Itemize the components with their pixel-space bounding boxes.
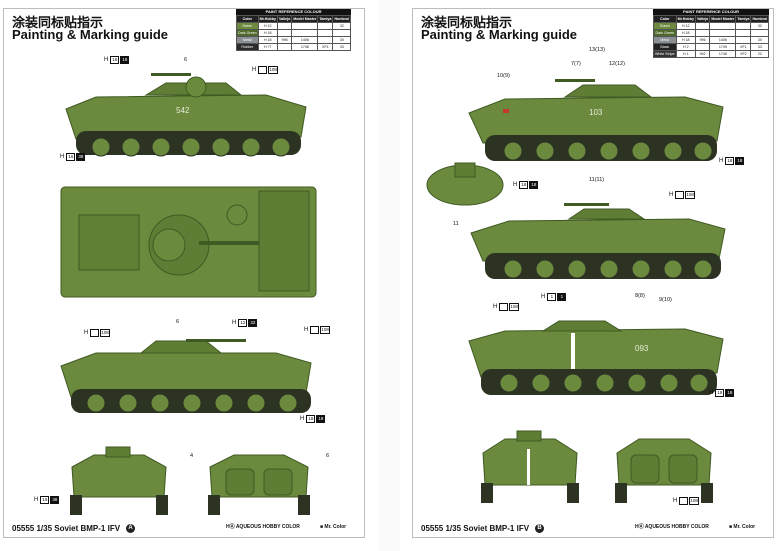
table-header: Tamiya bbox=[317, 15, 334, 23]
side-view-bottom-illustration bbox=[60, 339, 312, 413]
part-number-label: 6 bbox=[176, 319, 180, 325]
table-caption: PAINT REFERENCE COLOUR bbox=[236, 9, 352, 15]
table-header: Tamiya bbox=[735, 15, 752, 23]
side-number-text: 093 bbox=[635, 344, 649, 353]
table-header: Mr.Hobby bbox=[257, 15, 278, 23]
legend-mr-color: ■ Mr. Color bbox=[320, 524, 347, 530]
title-english: Painting & Marking guide bbox=[421, 27, 578, 42]
paint-reference-table: PAINT REFERENCE COLOUR Color Mr.Hobby Va… bbox=[653, 9, 770, 58]
part-number-label: 10(9) bbox=[497, 73, 510, 79]
side-view-r2-illustration bbox=[470, 203, 726, 279]
table-header: Humbrol bbox=[750, 15, 770, 23]
paint-reference-table: PAINT REFERENCE COLOUR Color Mr.Hobby Va… bbox=[236, 9, 352, 51]
part-number-label: 6 bbox=[326, 453, 330, 459]
legend-aqueous: HⒶ AQUEOUS HOBBY COLOR bbox=[226, 524, 300, 530]
title-english: Painting & Marking guide bbox=[12, 27, 169, 42]
part-number-label: 11 bbox=[453, 221, 459, 227]
part-number-label: 13(13) bbox=[589, 47, 605, 53]
front-view-illustration bbox=[70, 446, 168, 515]
table-header: Vallejo bbox=[694, 15, 711, 23]
part-number-label: 9(10) bbox=[659, 297, 672, 303]
table-header: Model Master bbox=[709, 15, 737, 23]
side-view-r3-illustration: 093 bbox=[468, 320, 724, 395]
table-caption: PAINT REFERENCE COLOUR bbox=[653, 9, 770, 15]
side-view-top-illustration: 542 bbox=[65, 73, 307, 157]
part-number-label: 8(8) bbox=[635, 293, 645, 299]
table-header: Color bbox=[653, 15, 677, 23]
rear-view-r-illustration bbox=[615, 438, 713, 503]
turret-detail-illustration bbox=[426, 162, 504, 206]
title-chinese: 涂装同标贴指示 bbox=[421, 16, 513, 31]
part-number-label: 12(12) bbox=[609, 61, 625, 67]
rear-view-illustration bbox=[208, 454, 310, 515]
side-view-r1-illustration: 103 bbox=[468, 79, 724, 161]
table-header: Mr.Hobby bbox=[675, 15, 696, 23]
top-view-illustration bbox=[60, 186, 317, 298]
page-badge: B bbox=[535, 524, 545, 533]
part-number-label: 7(7) bbox=[571, 61, 581, 67]
instruction-sheet-b: 涂装同标贴指示 Painting & Marking guide PAINT R… bbox=[412, 8, 774, 538]
part-number-label: 11(11) bbox=[589, 177, 605, 183]
table-header: Vallejo bbox=[276, 15, 293, 23]
table-header: Humbrol bbox=[332, 15, 352, 23]
legend-mr-color: ■ Mr. Color bbox=[729, 524, 756, 530]
part-number-label: 6 bbox=[184, 57, 188, 63]
side-number-text: 542 bbox=[176, 106, 190, 115]
instruction-sheet-a: 涂装同标贴指示 Painting & Marking guide PAINT R… bbox=[3, 8, 365, 538]
legend-aqueous: HⒶ AQUEOUS HOBBY COLOR bbox=[635, 524, 709, 530]
table-row: Dark Green H 18 bbox=[236, 29, 352, 37]
title-chinese: 涂装同标贴指示 bbox=[12, 16, 104, 31]
page-badge: A bbox=[126, 524, 136, 533]
table-row: Dark Green H 18 bbox=[653, 29, 770, 37]
side-number-text: 103 bbox=[589, 108, 603, 117]
page-gutter bbox=[378, 0, 400, 551]
table-header: Model Master bbox=[291, 15, 319, 23]
front-view-r-illustration bbox=[481, 430, 579, 503]
table-header: Color bbox=[236, 15, 259, 23]
part-number-label: 4 bbox=[190, 453, 194, 459]
